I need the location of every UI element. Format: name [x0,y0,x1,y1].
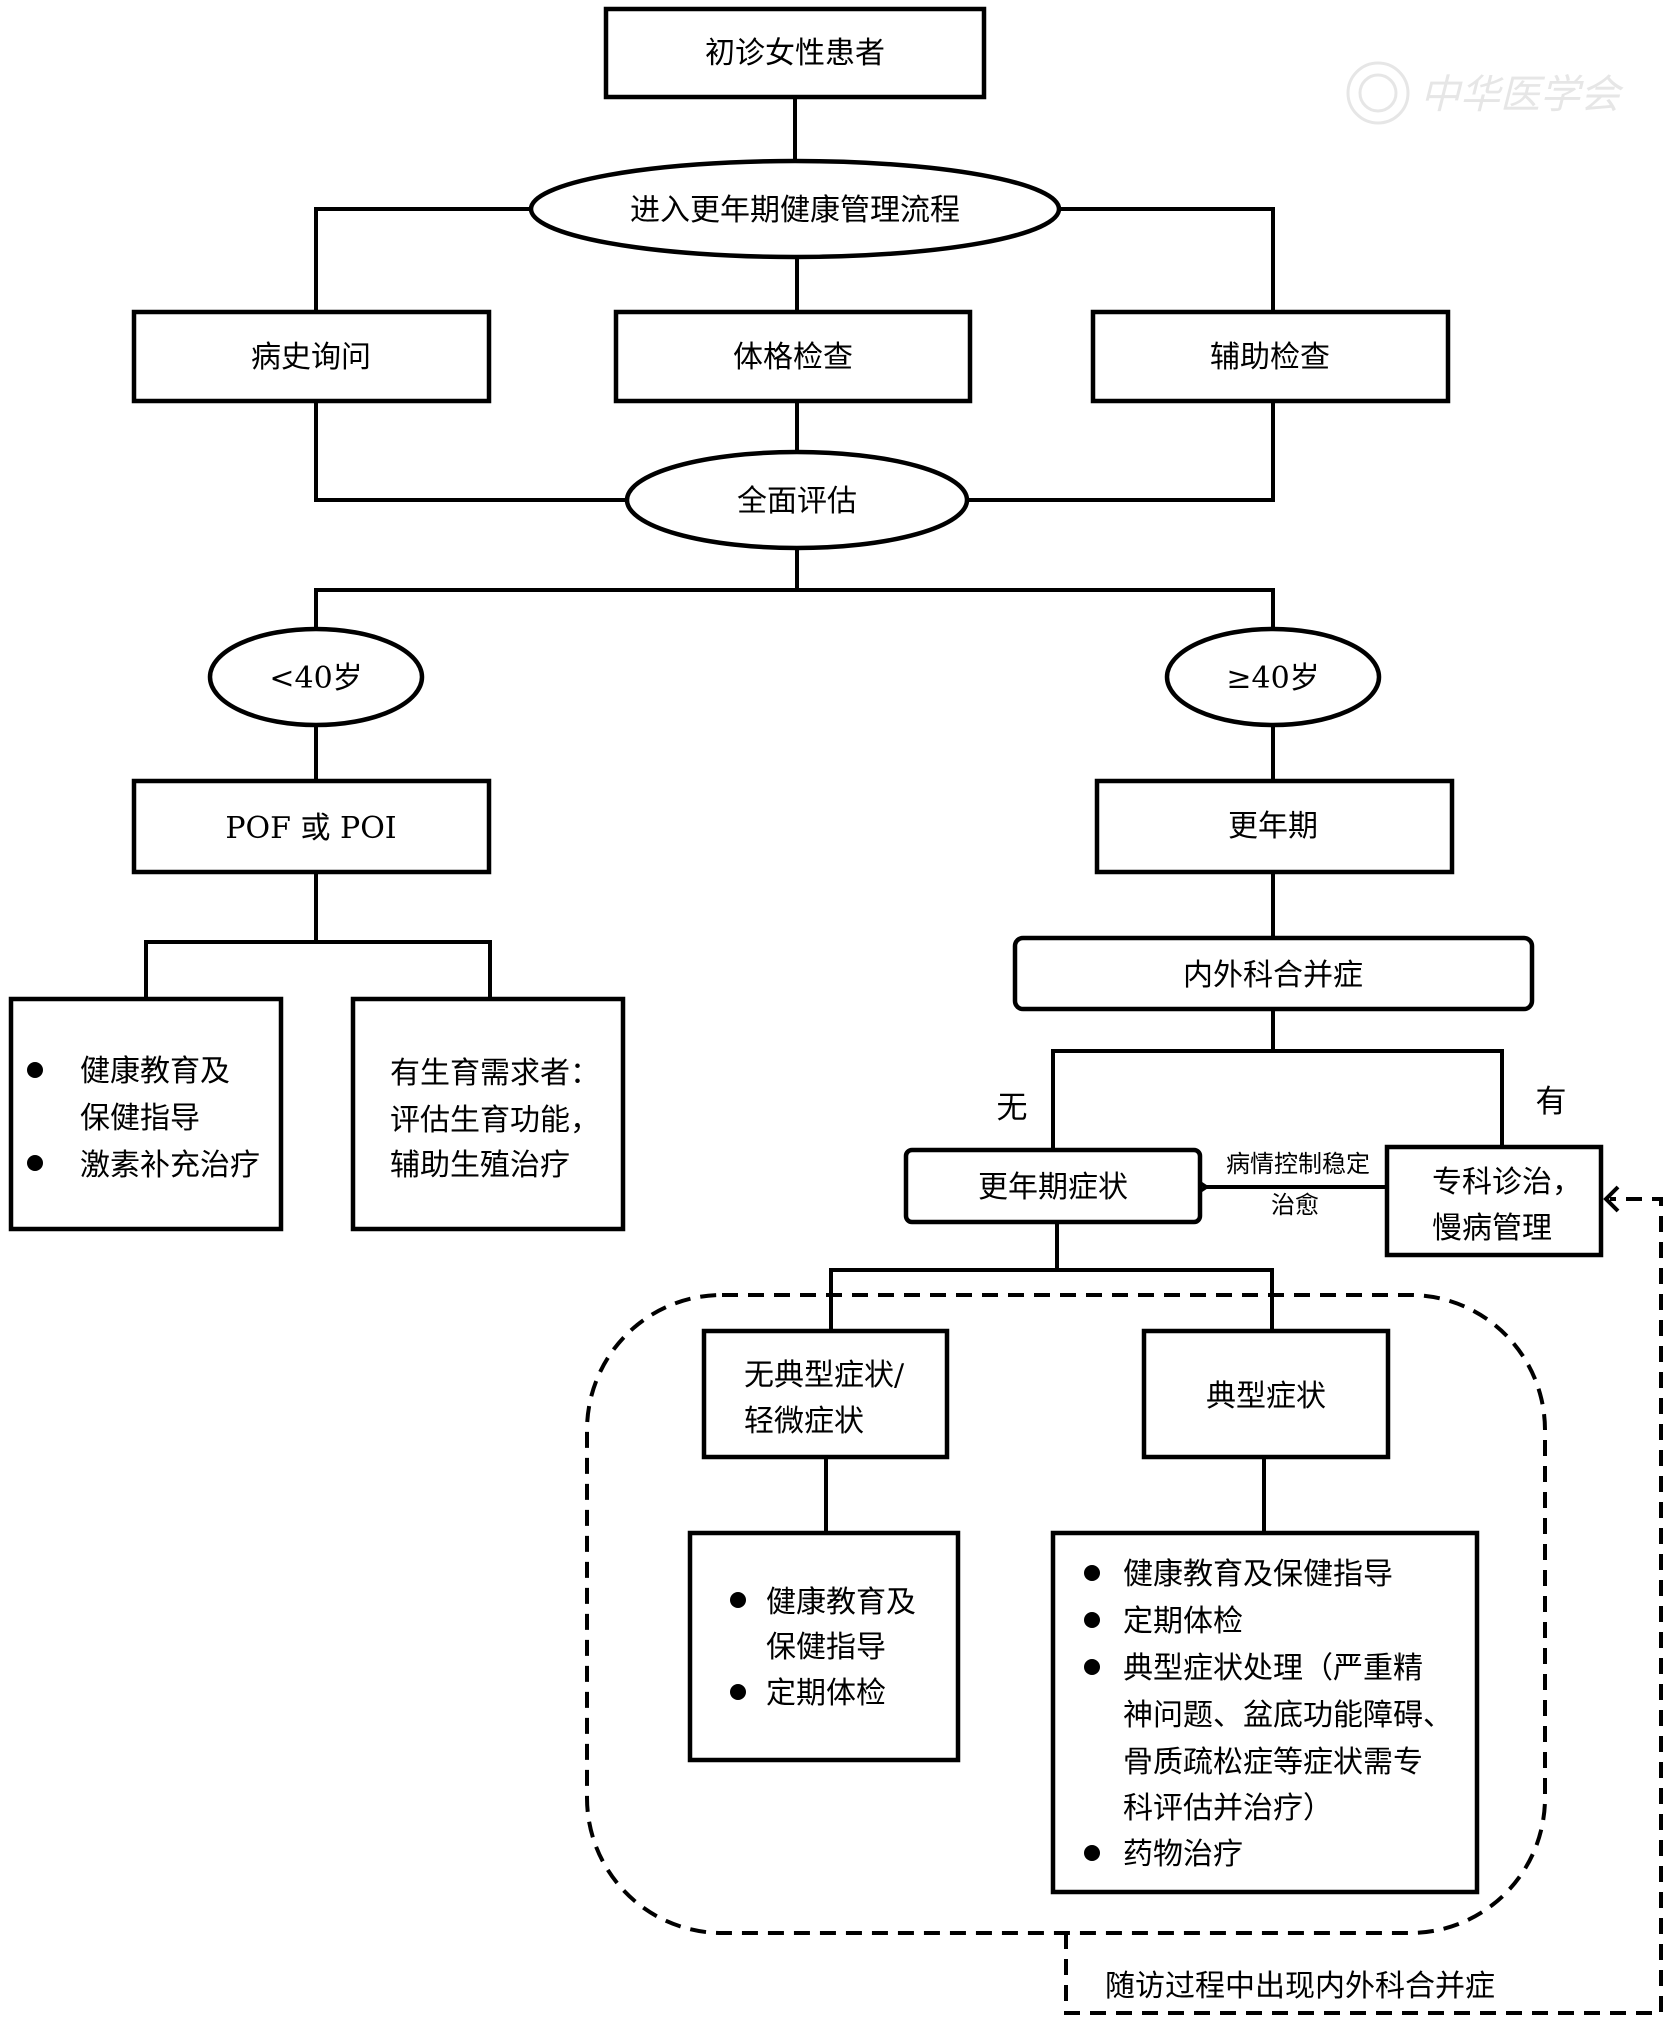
connector-symptoms-split [829,1268,1274,1331]
node-assessment-label: 全面评估 [737,484,857,519]
followup-arrowhead-icon [1603,1185,1620,1213]
node-over-40-label: ≥40岁 [1226,661,1319,696]
node-specialist-line-2: 慢病管理 [1432,1211,1552,1246]
pof-care-item-2: 激素补充治疗 [80,1148,260,1183]
node-enter-process-label: 进入更年期健康管理流程 [630,193,960,228]
connector-process-to-history [314,207,531,312]
node-menopause-symptoms[interactable]: 更年期症状 [903,1147,1203,1225]
node-typical[interactable]: 典型症状 [1141,1328,1391,1460]
connector-comorbidity-split [1051,1049,1504,1150]
association-seal-icon [1346,61,1410,125]
typical-care-item-4: 药物治疗 [1123,1837,1243,1872]
bullet-icon [27,1155,43,1171]
connector-pof-split [144,940,492,999]
node-specialist-line-1: 专科诊治， [1432,1165,1582,1200]
node-menopause-symptoms-label: 更年期症状 [978,1170,1128,1205]
bullet-icon [1084,1612,1100,1628]
node-enter-process[interactable]: 进入更年期健康管理流程 [528,158,1062,260]
connector-age-split [314,588,1275,629]
edge-label-yes: 有 [1536,1084,1567,1120]
edge-label-cured: 治愈 [1271,1191,1319,1219]
followup-label: 随访过程中出现内外科合并症 [1105,1969,1495,2004]
pof-care-item-1-line-2: 保健指导 [80,1101,200,1136]
node-menopause[interactable]: 更年期 [1094,778,1455,875]
fertility-line-1: 有生育需求者： [390,1056,600,1091]
typical-care-item-3-line-1: 典型症状处理（严重精 [1123,1651,1423,1686]
typical-care-item-3-line-3: 骨质疏松症等症状需专 [1123,1745,1423,1780]
bullet-icon [1084,1659,1100,1675]
no-typical-care-item-1-line-1: 健康教育及 [766,1585,916,1620]
connectors [144,97,1504,1533]
followup-dashed-path [1064,1197,1663,2015]
no-typical-care-item-2: 定期体检 [766,1676,886,1711]
pof-care-item-1-line-1: 健康教育及 [80,1054,230,1089]
typical-care-item-3-line-4: 科评估并治疗） [1123,1791,1333,1826]
node-under-40[interactable]: <40岁 [207,626,425,728]
node-physical-exam[interactable]: 体格检查 [613,309,973,404]
connector-history-to-assessment [314,401,627,502]
node-comorbidity-label: 内外科合并症 [1183,958,1363,993]
node-menopause-label: 更年期 [1228,809,1318,844]
followup-region: 随访过程中出现内外科合并症 [585,1185,1663,2015]
watermark-text: 中华医学会 [1420,72,1624,118]
node-pof-care[interactable]: 健康教育及 保健指导 激素补充治疗 [8,996,284,1232]
bullet-icon [27,1062,43,1078]
node-over-40[interactable]: ≥40岁 [1164,626,1382,728]
node-history-label: 病史询问 [251,340,371,375]
node-typical-care[interactable]: 健康教育及保健指导 定期体检 典型症状处理（严重精 神问题、盆底功能障碍、 骨质… [1050,1530,1480,1895]
bullet-icon [1084,1845,1100,1861]
node-no-typical-care[interactable]: 健康教育及 保健指导 定期体检 [687,1530,961,1763]
node-specialist[interactable]: 专科诊治， 慢病管理 [1384,1144,1604,1258]
node-assessment[interactable]: 全面评估 [624,449,970,551]
bullet-icon [1084,1565,1100,1581]
connector-process-to-auxiliary [1059,207,1275,312]
typical-care-item-1: 健康教育及保健指导 [1123,1557,1393,1592]
node-under-40-label: <40岁 [269,661,362,696]
node-no-typical-line-2: 轻微症状 [744,1404,864,1439]
node-pof-poi[interactable]: POF 或 POI [131,778,492,875]
no-typical-care-item-1-line-2: 保健指导 [766,1630,886,1665]
typical-care-item-2: 定期体检 [1123,1604,1243,1639]
node-physical-exam-label: 体格检查 [733,340,853,375]
node-auxiliary-exam[interactable]: 辅助检查 [1090,309,1451,404]
node-comorbidity[interactable]: 内外科合并症 [1012,935,1535,1012]
node-start-label: 初诊女性患者 [705,36,885,71]
bullet-icon [730,1592,746,1608]
node-auxiliary-exam-label: 辅助检查 [1210,340,1330,375]
connector-auxiliary-to-assessment [967,401,1275,502]
node-no-typical-line-1: 无典型症状/ [744,1358,905,1393]
fertility-line-3: 辅助生殖治疗 [390,1148,570,1183]
node-start[interactable]: 初诊女性患者 [603,6,987,100]
watermark: 中华医学会 [1346,61,1624,125]
edge-label-no: 无 [997,1090,1028,1126]
edge-label-stable: 病情控制稳定 [1226,1150,1370,1178]
typical-care-item-3-line-2: 神问题、盆底功能障碍、 [1123,1698,1453,1733]
fertility-line-2: 评估生育功能， [390,1103,600,1138]
bullet-icon [730,1684,746,1700]
node-fertility[interactable]: 有生育需求者： 评估生育功能， 辅助生殖治疗 [350,996,626,1232]
node-history[interactable]: 病史询问 [131,309,492,404]
node-no-typical[interactable]: 无典型症状/ 轻微症状 [701,1328,950,1460]
node-typical-label: 典型症状 [1206,1379,1326,1414]
node-pof-poi-label: POF 或 POI [225,811,396,846]
